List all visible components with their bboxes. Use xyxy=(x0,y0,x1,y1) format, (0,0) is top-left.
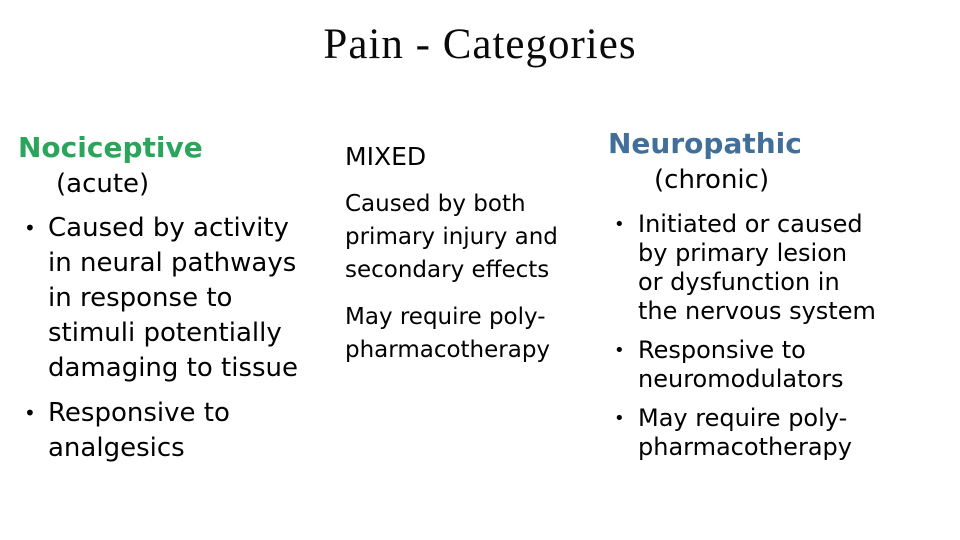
bullet-icon: • xyxy=(614,214,625,235)
bullet-text: Responsive to neuromodulators xyxy=(638,336,844,393)
column-mixed: MIXED Caused by both primary injury and … xyxy=(345,140,605,367)
bullet-text: Caused by activity in neural pathways in… xyxy=(48,213,299,383)
list-item: • Caused by activity in neural pathways … xyxy=(18,211,343,386)
neuropathic-heading: Neuropathic xyxy=(608,127,802,160)
bullet-icon: • xyxy=(24,401,36,425)
neuropathic-bullet-list: • Initiated or caused by primary lesion … xyxy=(608,210,953,462)
bullet-icon: • xyxy=(24,216,36,240)
nociceptive-heading: Nociceptive xyxy=(18,131,203,164)
nociceptive-bullet-list: • Caused by activity in neural pathways … xyxy=(18,211,343,466)
list-item: • May require poly- pharmacotherapy xyxy=(608,404,953,462)
list-item: • Responsive to analgesics xyxy=(18,396,343,466)
list-item: • Responsive to neuromodulators xyxy=(608,336,953,394)
column-nociceptive: Nociceptive (acute) • Caused by activity… xyxy=(18,130,343,466)
bullet-icon: • xyxy=(614,408,625,429)
nociceptive-subheading: (acute) xyxy=(56,169,150,199)
column-neuropathic: Neuropathic (chronic) • Initiated or cau… xyxy=(608,126,953,462)
page-title: Pain - Categories xyxy=(323,21,637,68)
mixed-paragraph: May require poly- pharmacotherapy xyxy=(345,304,551,363)
bullet-icon: • xyxy=(614,340,625,361)
bullet-text: Initiated or caused by primary lesion or… xyxy=(638,210,876,325)
bullet-text: Responsive to analgesics xyxy=(48,398,230,463)
mixed-heading: MIXED xyxy=(345,142,427,171)
mixed-paragraph: Caused by both primary injury and second… xyxy=(345,191,558,283)
list-item: • Initiated or caused by primary lesion … xyxy=(608,210,953,326)
neuropathic-subheading: (chronic) xyxy=(654,165,770,195)
bullet-text: May require poly- pharmacotherapy xyxy=(638,404,852,461)
